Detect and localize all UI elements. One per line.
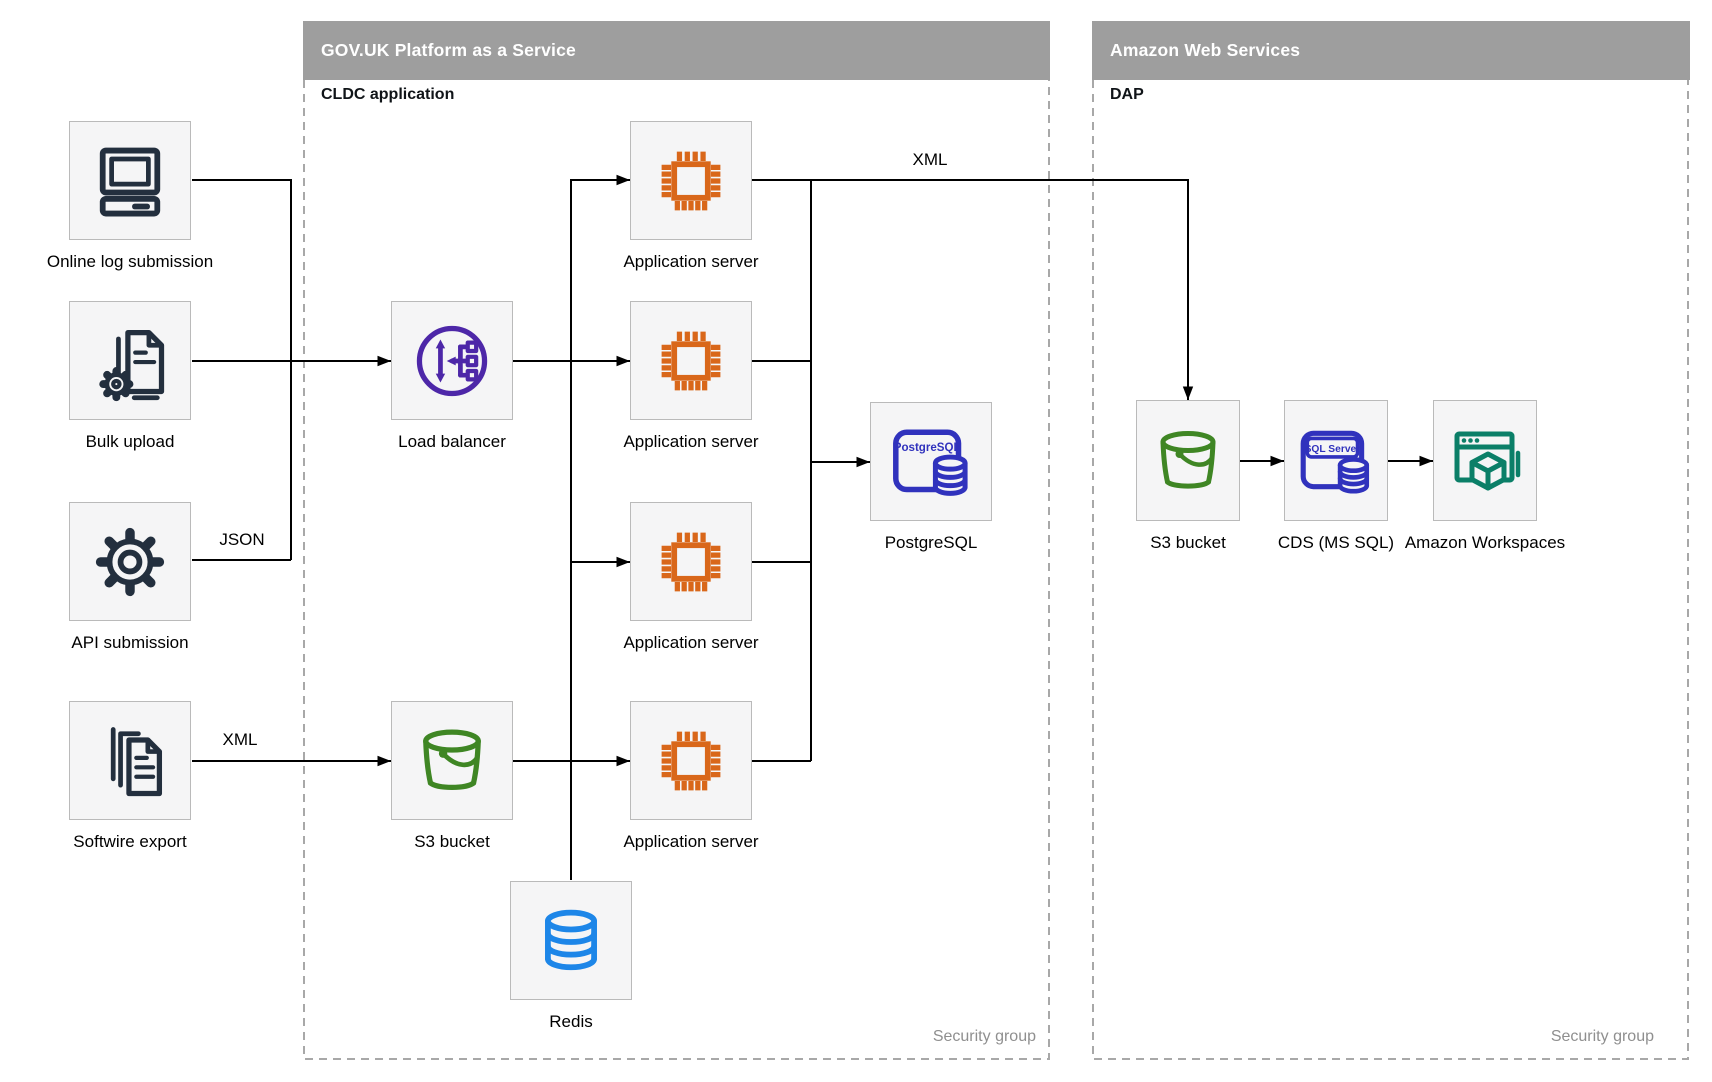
node-app-server-1: Application server [623,121,759,272]
node-postgresql: PostgreSQL PostgreSQL [870,402,992,553]
aws-group-border [1092,80,1689,1060]
edge-onlinelog-junction [192,179,292,560]
bucket-icon [423,729,481,790]
node-box [69,701,191,820]
paas-group-header: GOV.UK Platform as a Service [303,21,1050,80]
node-api-submission: API submission [69,502,191,653]
document-gear-icon [99,329,165,401]
node-box [391,301,513,420]
aws-group-subtitle: DAP [1110,86,1144,103]
paas-group-border [303,80,1050,1060]
workspaces-icon [1454,431,1521,490]
chip-icon [661,331,721,390]
sql-server-icon: SQL Server [1300,430,1370,494]
node-app-server-2: Application server [623,301,759,452]
edge-label-xml-export: XML [912,150,948,169]
node-app-server-3: Application server [623,502,759,653]
node-label: Amazon Workspaces [1404,533,1566,552]
documents-icon [110,726,163,796]
node-load-balancer: Load balancer [391,301,513,452]
node-aws-s3-bucket: S3 bucket [1136,400,1240,553]
postgresql-badge-text: PostgreSQL [894,442,961,454]
node-box [69,121,191,240]
chip-icon [661,151,721,210]
node-label: Softwire export [73,832,187,851]
node-box [630,121,752,240]
paas-security-group-label: Security group [932,1028,1036,1045]
node-bulk-upload: Bulk upload [69,301,191,452]
node-paas-s3-bucket: S3 bucket [391,701,513,852]
paas-group-title: GOV.UK Platform as a Service [321,40,576,60]
node-online-log-submission: Online log submission [47,121,213,272]
node-label: Application server [623,432,759,451]
bucket-icon [1160,430,1216,489]
gear-icon [95,527,165,596]
node-label: API submission [71,633,189,652]
node-label: Redis [549,1012,593,1031]
node-label: Online log submission [46,252,214,271]
node-box: SQL Server [1284,400,1388,521]
node-box [630,502,752,621]
node-box [391,701,513,820]
small-gear [99,366,134,401]
load-balancer-icon [416,325,488,396]
node-label: CDS (MS SQL) [1277,533,1395,552]
node-box [1433,400,1537,521]
node-box [69,502,191,621]
chip-icon [661,532,721,591]
aws-group-header: Amazon Web Services [1092,21,1690,80]
database-icon [545,909,597,970]
postgresql-icon: PostgreSQL [893,429,968,496]
node-label: PostgreSQL [884,533,978,552]
node-softwire-export: Softwire export [69,701,191,852]
chip-icon [661,731,721,790]
node-label: Bulk upload [85,432,175,451]
node-box [69,301,191,420]
aws-group-title: Amazon Web Services [1110,40,1301,60]
node-box [630,701,752,820]
node-box: PostgreSQL [870,402,992,521]
edge-label-json: JSON [219,530,265,549]
node-label: Application server [623,832,759,851]
node-label: Application server [623,633,759,652]
paas-group-subtitle: CLDC application [321,86,455,103]
node-app-server-4: Application server [623,701,759,852]
node-amazon-workspaces: Amazon Workspaces [1405,400,1565,553]
node-label: Application server [623,252,759,271]
node-box [510,881,632,1000]
node-redis: Redis [510,881,632,1032]
sql-server-badge-text: SQL Server [1305,443,1361,454]
node-label: Load balancer [398,432,506,451]
edge-trunk-appserver1-redis [570,174,630,880]
node-label: S3 bucket [414,832,490,851]
aws-security-group-label: Security group [1550,1028,1654,1045]
node-label: S3 bucket [1150,533,1226,552]
node-box [630,301,752,420]
node-box [1136,400,1240,521]
edge-label-xml-softwire: XML [222,730,258,749]
edge-appserver1-awss3-xml [752,179,1194,400]
node-cds-mssql: SQL Server CDS (MS SQL) [1278,400,1394,553]
computer-icon [99,147,161,216]
